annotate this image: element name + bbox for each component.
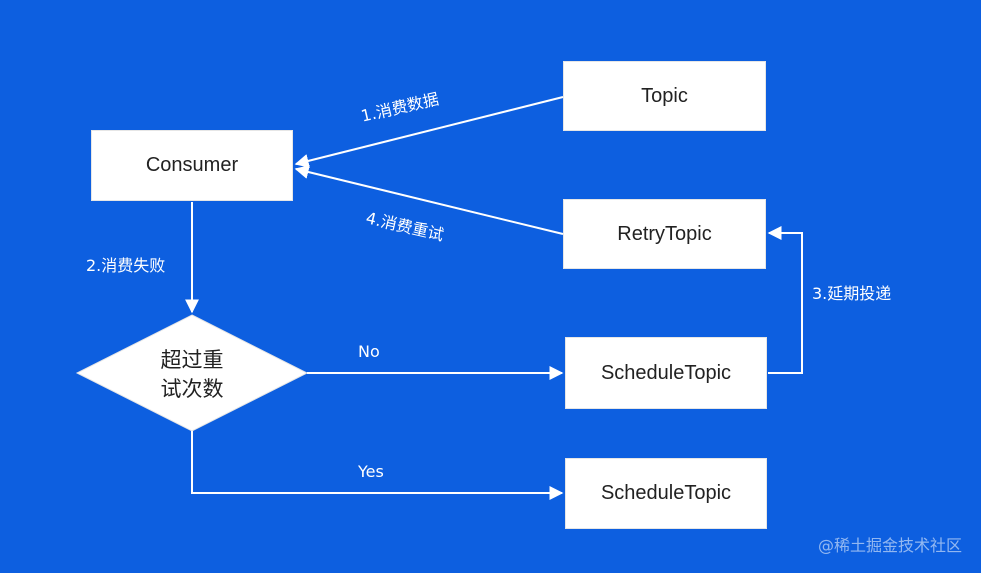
label-no: No: [358, 342, 380, 361]
consumer-label: Consumer: [145, 154, 239, 176]
schedule-topic-yes-node: ScheduleTopic: [565, 458, 767, 529]
topic-node: Topic: [563, 61, 766, 131]
label-fail: 2.消费失败: [86, 256, 165, 275]
decision-text-line1: 超过重: [161, 348, 224, 372]
retry-topic-node: RetryTopic: [563, 199, 766, 269]
label-delay: 3.延期投递: [812, 284, 891, 303]
label-retry: 4.消费重试: [364, 208, 446, 244]
retry-topic-label: RetryTopic: [617, 222, 712, 245]
arrow-schedule-to-retry: [767, 226, 803, 374]
topic-label: Topic: [641, 84, 688, 107]
arrow-topic-to-consumer: [294, 96, 564, 168]
decision-diamond: [75, 314, 309, 432]
label-yes: Yes: [357, 462, 384, 481]
arrow-yes: [191, 431, 564, 500]
watermark: @稀土掘金技术社区: [818, 536, 962, 555]
consumer-node: Consumer: [91, 130, 293, 201]
decision-text-line2: 试次数: [161, 377, 224, 401]
label-consume: 1.消费数据: [359, 89, 441, 125]
schedule-topic-no-node: ScheduleTopic: [565, 337, 767, 409]
schedule-topic-yes-label: ScheduleTopic: [600, 482, 732, 504]
schedule-topic-no-label: ScheduleTopic: [600, 361, 732, 384]
arrow-retry-to-consumer: [294, 165, 564, 235]
